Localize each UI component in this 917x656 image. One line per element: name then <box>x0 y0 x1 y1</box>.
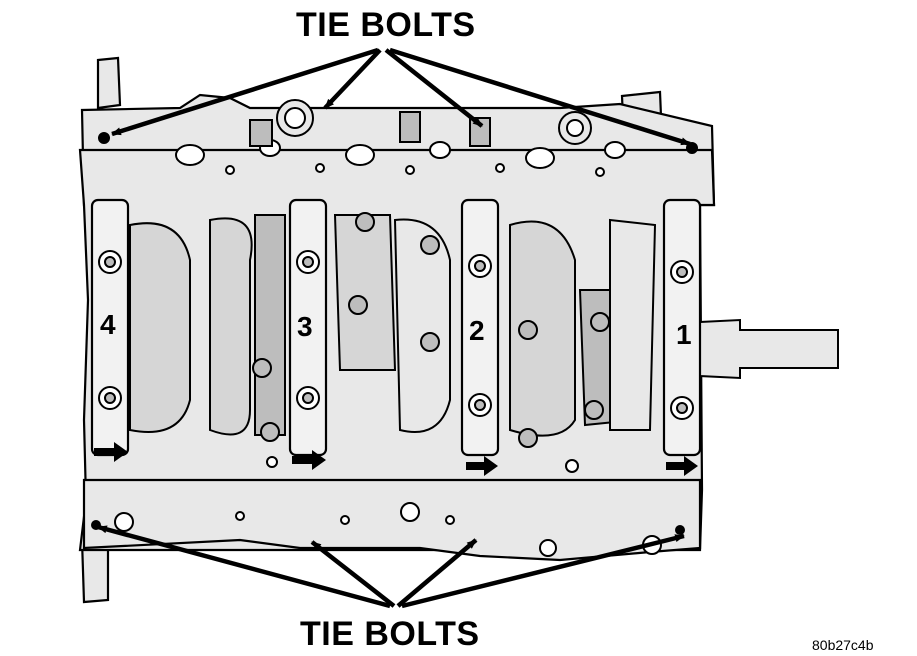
pan-rail-holes <box>91 502 685 557</box>
bearing-cap-number-2: 2 <box>469 315 485 346</box>
cap-arrow <box>666 456 698 476</box>
cap-arrow <box>466 456 498 476</box>
cap-bolts <box>98 212 694 473</box>
bottom-leader-lines <box>97 524 685 609</box>
counterweight <box>393 218 451 433</box>
bearing-cap-1-body <box>662 198 702 457</box>
bearing-cap-number-3: 3 <box>297 311 313 342</box>
counterweight <box>609 218 657 431</box>
counterweight <box>209 217 253 436</box>
top-leader-lines <box>111 47 691 147</box>
figure-code: 80b27c4b <box>812 637 874 653</box>
bearing-cap-number-1: 1 <box>676 319 692 350</box>
cap-arrow <box>292 450 326 470</box>
bearing-cap-number-4: 4 <box>100 309 116 340</box>
cap-direction-arrows <box>94 442 698 476</box>
counterweight <box>333 214 397 371</box>
left-upper-post <box>96 56 122 110</box>
counterweight <box>254 214 286 436</box>
top-details <box>98 99 698 177</box>
top-callout-label: TIE BOLTS <box>296 6 476 44</box>
counterweight <box>129 222 191 433</box>
cap-arrow <box>94 442 128 462</box>
crankshaft-snout <box>699 318 839 380</box>
bottom-callout-label: TIE BOLTS <box>300 615 480 653</box>
crankshaft <box>129 214 839 437</box>
